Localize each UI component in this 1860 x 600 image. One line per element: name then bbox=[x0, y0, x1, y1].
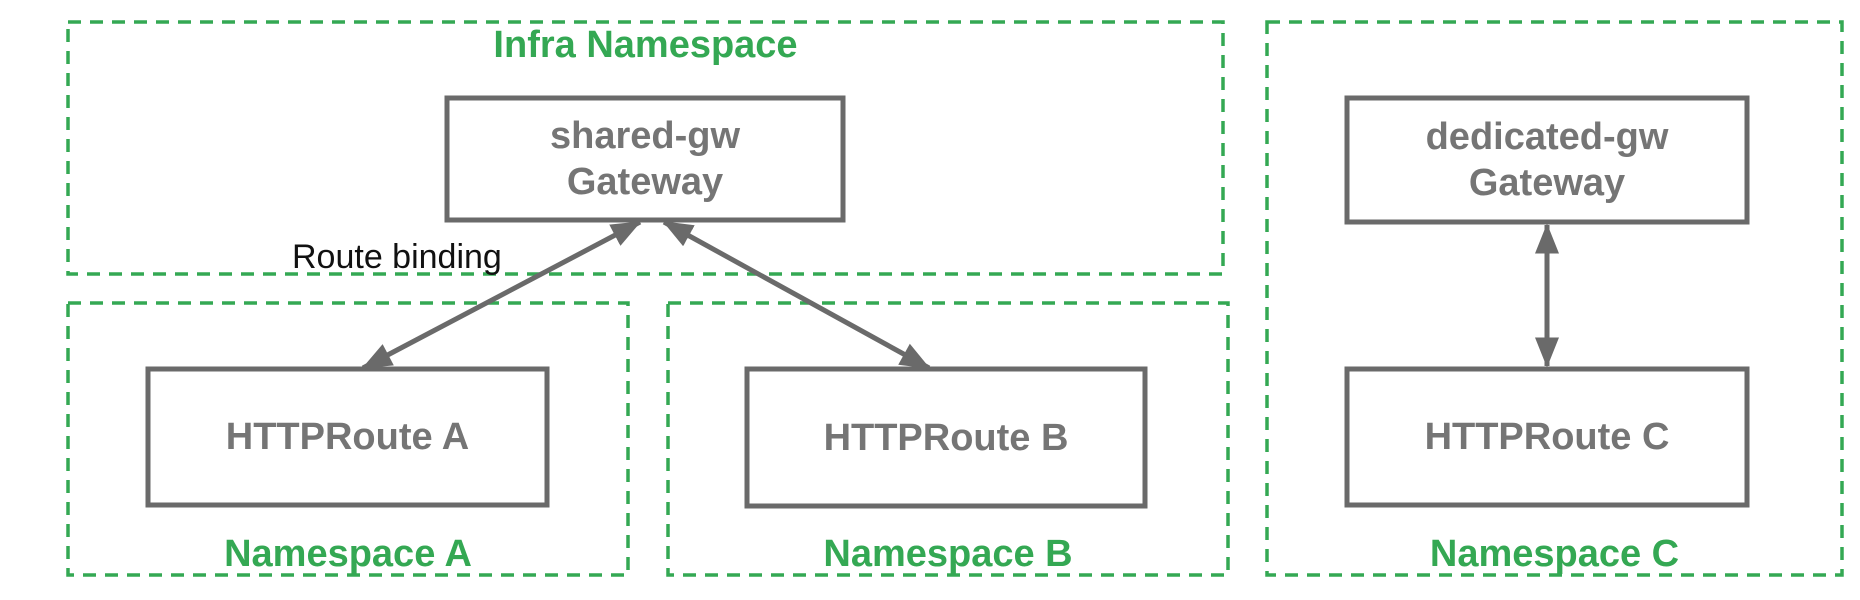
namespace-a-border bbox=[66, 301, 630, 577]
infra-namespace-title: Infra Namespace bbox=[493, 24, 798, 66]
httproute-a-label: HTTPRoute A bbox=[225, 416, 470, 458]
namespace-b-title: Namespace B bbox=[823, 533, 1073, 575]
dedicated-gw-name: dedicated-gw bbox=[1425, 116, 1669, 158]
dedicated-gw-gateway-box bbox=[1344, 95, 1750, 225]
shared-gw-gateway-label: shared-gw Gateway bbox=[447, 98, 843, 220]
dedicated-gw-gateway-label: dedicated-gw Gateway bbox=[1347, 98, 1747, 222]
httproute-c-box bbox=[1344, 366, 1750, 508]
httproute-b-box bbox=[744, 366, 1148, 509]
namespace-b-border bbox=[666, 301, 1230, 577]
shared-gw-name: shared-gw bbox=[549, 115, 741, 157]
httproute-b-label: HTTPRoute B bbox=[823, 416, 1069, 459]
route-binding-annotation: Route binding bbox=[292, 238, 502, 276]
route-b-binding-arrow bbox=[662, 219, 931, 371]
dedicated-gw-kind: Gateway bbox=[1468, 162, 1626, 204]
namespace-c-title: Namespace C bbox=[1429, 533, 1680, 575]
infra-namespace-border bbox=[66, 20, 1225, 276]
shared-gw-gateway-box bbox=[444, 95, 846, 223]
httproute-c-label: HTTPRoute C bbox=[1424, 416, 1670, 458]
namespace-c-border bbox=[1265, 20, 1844, 577]
httproute-a-box bbox=[145, 366, 550, 508]
route-a-binding-arrow bbox=[361, 219, 642, 371]
shared-gw-kind: Gateway bbox=[566, 161, 724, 203]
namespace-a-title: Namespace A bbox=[224, 533, 472, 575]
